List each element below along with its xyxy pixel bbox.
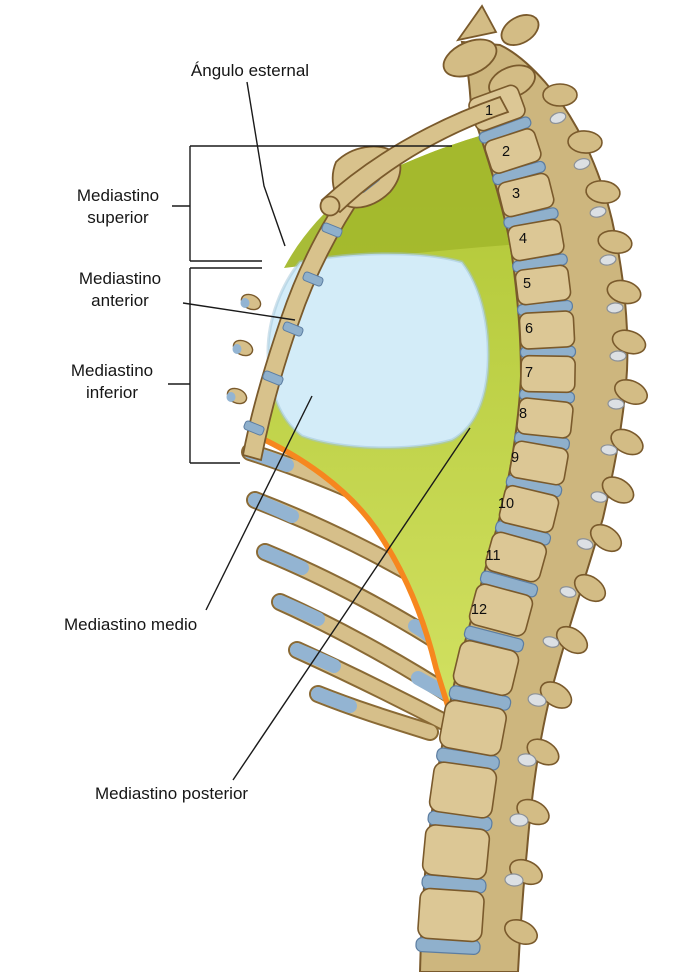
- vertebra-number: 6: [524, 321, 534, 337]
- vertebra-number: 7: [524, 365, 534, 381]
- vertebral-column: [415, 4, 648, 972]
- sternum-complex: [241, 95, 510, 462]
- label-mediastino-medio: Mediastino medio: [64, 615, 198, 634]
- vertebra-number: 12: [470, 602, 488, 618]
- vertebra-number: 10: [497, 496, 515, 512]
- leader-lines: [168, 81, 471, 781]
- vertebra-number: 11: [485, 548, 501, 564]
- vertebra-number: 3: [511, 186, 521, 202]
- label-mediastino-posterior: Mediastino posterior: [95, 784, 249, 803]
- mediastinum-middle-region: [266, 252, 490, 450]
- diaphragm-orange-outline: [247, 430, 461, 743]
- upper-spine-cluster: [442, 4, 540, 100]
- clavicle-end: [319, 195, 341, 217]
- bracket-mediastino-superior: [172, 145, 452, 262]
- sternum: [241, 178, 368, 462]
- spinous-processes: [504, 83, 648, 945]
- leader-sternal-angle: [246, 81, 286, 247]
- label-mediastino-inferior: Mediastino inferior: [70, 361, 154, 403]
- first-rib-clavicle: [320, 95, 510, 214]
- leader-mediastino-posterior: [232, 427, 471, 781]
- label-mediastino-superior: Mediastino superior: [76, 186, 160, 228]
- label-mediastino-anterior: Mediastino anterior: [78, 269, 162, 311]
- vertebra-number: 2: [501, 144, 511, 160]
- leader-mediastino-medio: [205, 395, 313, 611]
- vertebra-number: 4: [518, 231, 528, 247]
- intervertebral-discs: [415, 116, 577, 955]
- facet-joints: [504, 111, 627, 887]
- leader-mediastino-anterior: [182, 302, 296, 321]
- vertebra-number: 5: [522, 276, 532, 292]
- mediastinum-superior-region: [284, 130, 520, 268]
- vertebral-bodies: [417, 84, 576, 943]
- rib-cage: [241, 443, 467, 741]
- sternal-cartilage-bands: [243, 222, 343, 436]
- bracket-mediastino-inferior: [168, 267, 262, 464]
- rib-stubs: [226, 293, 262, 405]
- vertebra-number: 1: [484, 103, 494, 119]
- label-sternal-angle: Ángulo esternal: [190, 61, 310, 80]
- vertebra-number: 8: [518, 406, 528, 422]
- vertebra-number: 9: [510, 450, 520, 466]
